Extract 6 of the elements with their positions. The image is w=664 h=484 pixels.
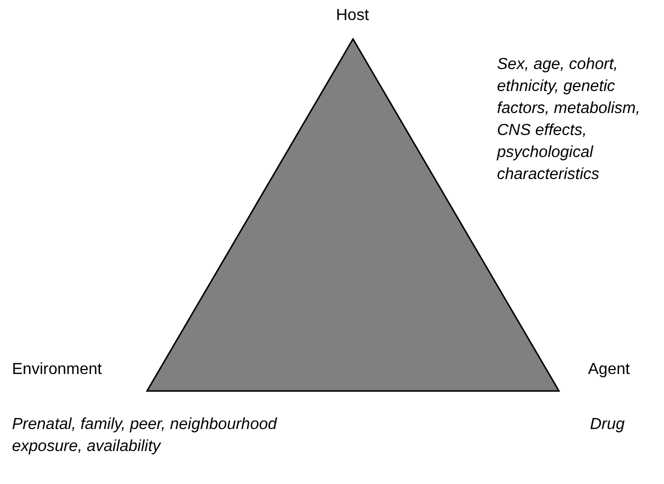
vertex-label: Agent	[588, 360, 630, 380]
vertex-label: Environment	[12, 360, 102, 380]
description-text: Sex, age, cohort, ethnicity, genetic factors, metabolism, CNS effects, psychological characteristics	[497, 55, 642, 185]
description-text: Prenatal, family, peer, neighbourhood exposure, availability	[12, 415, 278, 457]
vertex-label: Host	[336, 6, 369, 26]
description-text: Drug	[590, 415, 626, 435]
